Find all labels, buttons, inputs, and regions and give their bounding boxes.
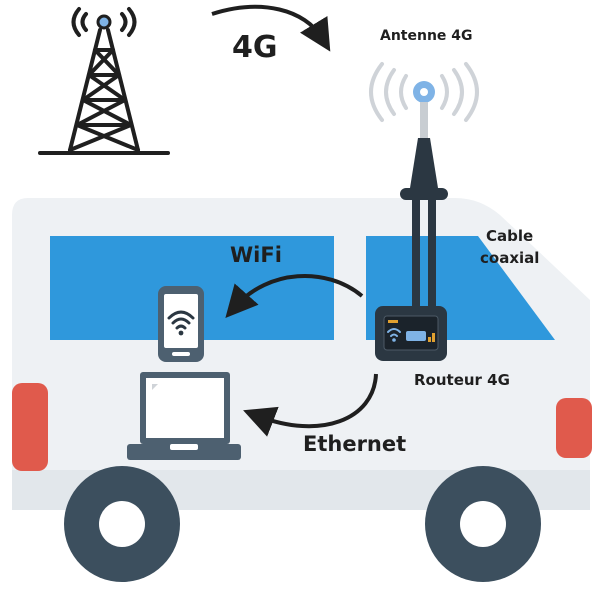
router-icon (375, 306, 447, 361)
antenna-label: Antenne 4G (380, 28, 473, 44)
cable-label-line2: coaxial (480, 249, 539, 267)
laptop-icon (127, 372, 241, 460)
van-wheel-rear (64, 466, 180, 582)
network-arrow (211, 4, 331, 52)
van-wheel-front (425, 466, 541, 582)
router-label: Routeur 4G (414, 371, 510, 389)
cable-label-line1: Cable (486, 227, 533, 245)
wifi-label: WiFi (230, 243, 282, 267)
network-label: 4G (232, 30, 278, 65)
coax-cable-icon (412, 200, 436, 318)
antenna-icon (369, 62, 479, 200)
cell-tower-icon (38, 7, 170, 155)
van-rear-light (12, 383, 48, 471)
van-front-light (556, 398, 592, 458)
ethernet-arrow (243, 373, 378, 437)
ethernet-label: Ethernet (303, 432, 406, 456)
smartphone-icon (158, 286, 204, 362)
wifi-arrow (225, 273, 364, 318)
